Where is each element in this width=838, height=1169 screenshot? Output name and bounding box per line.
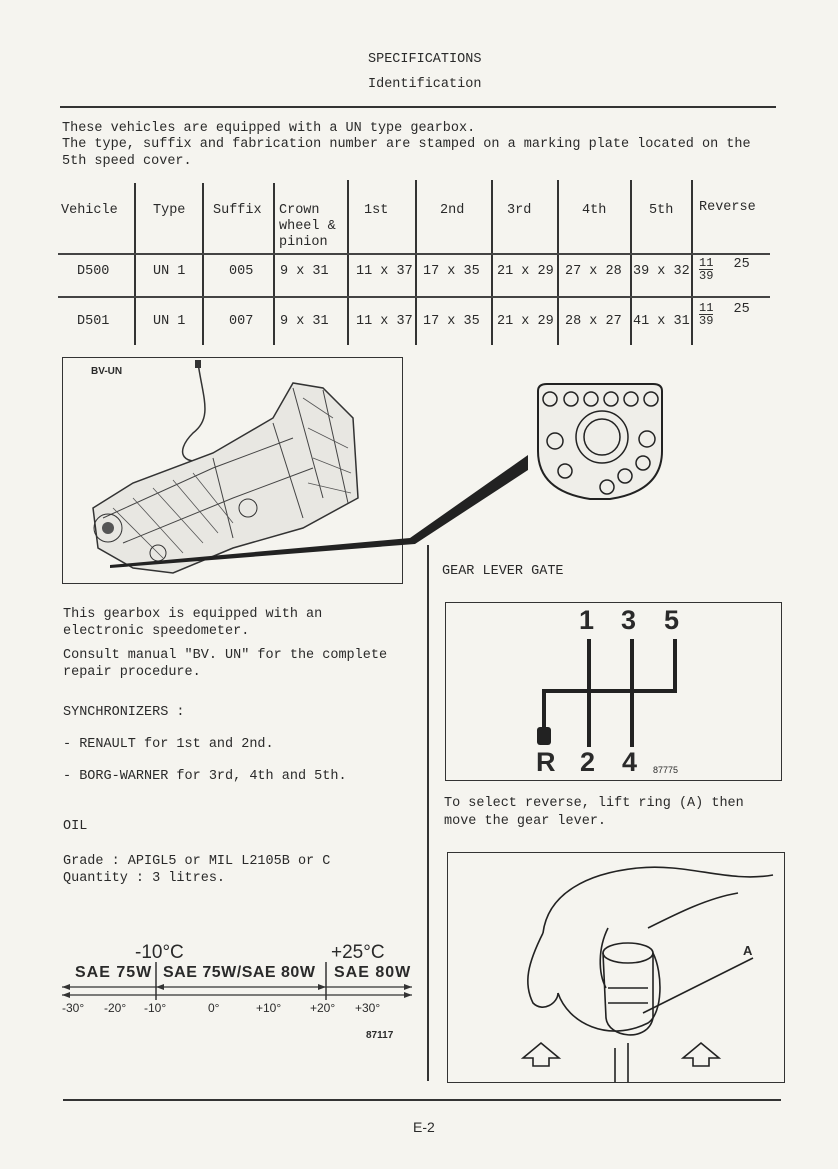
column-divider (427, 545, 429, 1081)
grade-label: SAE 80W (334, 964, 412, 981)
figure-ref: 87117 (366, 1030, 394, 1041)
tick-label: +30° (355, 1001, 381, 1015)
tick-label: -20° (104, 1001, 127, 1015)
gear-label: 5 (664, 605, 680, 635)
cell-5th: 41 x 31 (633, 314, 690, 329)
cell-5th: 39 x 32 (633, 264, 690, 279)
oil-heading: OIL (63, 819, 88, 834)
table-divider (202, 183, 204, 345)
gear-gate-diagram: 1 3 5 R 2 4 87775 (445, 602, 782, 781)
fraction-numerator: 11 (699, 301, 714, 315)
table-divider (557, 180, 559, 345)
cell-4th: 27 x 28 (565, 264, 622, 279)
table-divider (134, 183, 136, 345)
header-vehicle: Vehicle (61, 203, 118, 218)
gear-label: 3 (621, 605, 637, 635)
table-divider (347, 180, 349, 345)
temperature-axis (62, 962, 412, 1000)
cell-suffix: 005 (229, 264, 254, 279)
header-1st: 1st (364, 203, 389, 218)
consult-note: Consult manual "BV. UN" for the complete… (63, 648, 388, 680)
table-divider (273, 183, 275, 345)
header-suffix: Suffix (213, 203, 262, 218)
tick-label: -10° (144, 1001, 167, 1015)
cell-type: UN 1 (153, 314, 186, 329)
fraction-denominator: 39 (699, 269, 714, 283)
reverse-instruction: To select reverse, lift ring (A) then mo… (444, 796, 744, 829)
ring-label-a: A (743, 943, 753, 958)
header-4th: 4th (582, 203, 607, 218)
gearbox-illustration (92, 360, 359, 574)
intro-line-2: The type, suffix and fabrication number … (62, 137, 751, 152)
cell-1st: 11 x 37 (356, 264, 413, 279)
grade-label: SAE 75W/SAE 80W (163, 964, 316, 981)
oil-grade-quantity: Grade : APIGL5 or MIL L2105B or C Quanti… (63, 854, 331, 886)
synchronizers-heading: SYNCHRONIZERS : (63, 705, 185, 720)
gate-lines (537, 639, 677, 747)
speedometer-note: This gearbox is equipped with an electro… (63, 607, 323, 639)
cell-crown: 9 x 31 (280, 314, 329, 329)
marking-plate-illustration (537, 383, 663, 500)
gear-label: 4 (622, 747, 638, 777)
gear-label: 1 (579, 605, 595, 635)
table-divider (58, 296, 770, 298)
cell-4th: 28 x 27 (565, 314, 622, 329)
top-rule (60, 106, 776, 108)
hand-on-lever-drawing (520, 866, 774, 1082)
tick-label: +10° (256, 1001, 282, 1015)
tick-label: -30° (62, 1001, 85, 1015)
cell-type: UN 1 (153, 264, 186, 279)
header-type: Type (153, 203, 186, 218)
fraction-numerator: 11 (699, 256, 714, 270)
grade-label: SAE 75W (75, 964, 153, 981)
header-5th: 5th (649, 203, 674, 218)
table-divider (491, 180, 493, 345)
reverse-extra: 25 (733, 257, 750, 273)
tick-label: +20° (310, 1001, 336, 1015)
cell-crown: 9 x 31 (280, 264, 329, 279)
gear-label: 2 (580, 747, 596, 777)
header-2nd: 2nd (440, 203, 465, 218)
cell-2nd: 17 x 35 (423, 264, 480, 279)
page-title: SPECIFICATIONS (368, 52, 482, 67)
table-divider (691, 180, 693, 345)
synchronizer-item: - BORG-WARNER for 3rd, 4th and 5th. (63, 769, 347, 784)
cell-suffix: 007 (229, 314, 254, 329)
table-divider (630, 180, 632, 345)
figure-label: BV-UN (91, 366, 123, 377)
page-subtitle: Identification (368, 77, 482, 92)
reverse-extra: 25 (733, 302, 750, 318)
cell-2nd: 17 x 35 (423, 314, 480, 329)
tick-label: 0° (208, 1001, 220, 1015)
page-number: E-2 (413, 1119, 435, 1135)
lever-illustration: A (447, 852, 785, 1083)
table-divider (415, 180, 417, 345)
cell-vehicle: D501 (77, 314, 110, 329)
cell-3rd: 21 x 29 (497, 314, 554, 329)
header-3rd: 3rd (507, 203, 532, 218)
gearbox-figure: BV-UN (62, 357, 403, 584)
gear-lever-gate-heading: GEAR LEVER GATE (442, 564, 564, 579)
synchronizer-item: - RENAULT for 1st and 2nd. (63, 737, 274, 752)
cell-3rd: 21 x 29 (497, 264, 554, 279)
fraction-denominator: 39 (699, 314, 714, 328)
pointer-line (110, 455, 528, 568)
intro-line-3: 5th speed cover. (62, 154, 192, 169)
cell-vehicle: D500 (77, 264, 110, 279)
intro-line-1: These vehicles are equipped with a UN ty… (62, 121, 476, 136)
figure-ref: 87775 (653, 765, 679, 775)
cell-1st: 11 x 37 (356, 314, 413, 329)
temp-high-label: +25°C (331, 942, 385, 963)
bottom-rule (63, 1099, 781, 1101)
gear-label: R (536, 747, 556, 777)
table-divider (58, 253, 770, 255)
header-crown-wheel: Crown wheel & pinion (279, 203, 336, 250)
header-reverse: Reverse (699, 200, 756, 215)
temp-low-label: -10°C (135, 942, 184, 963)
